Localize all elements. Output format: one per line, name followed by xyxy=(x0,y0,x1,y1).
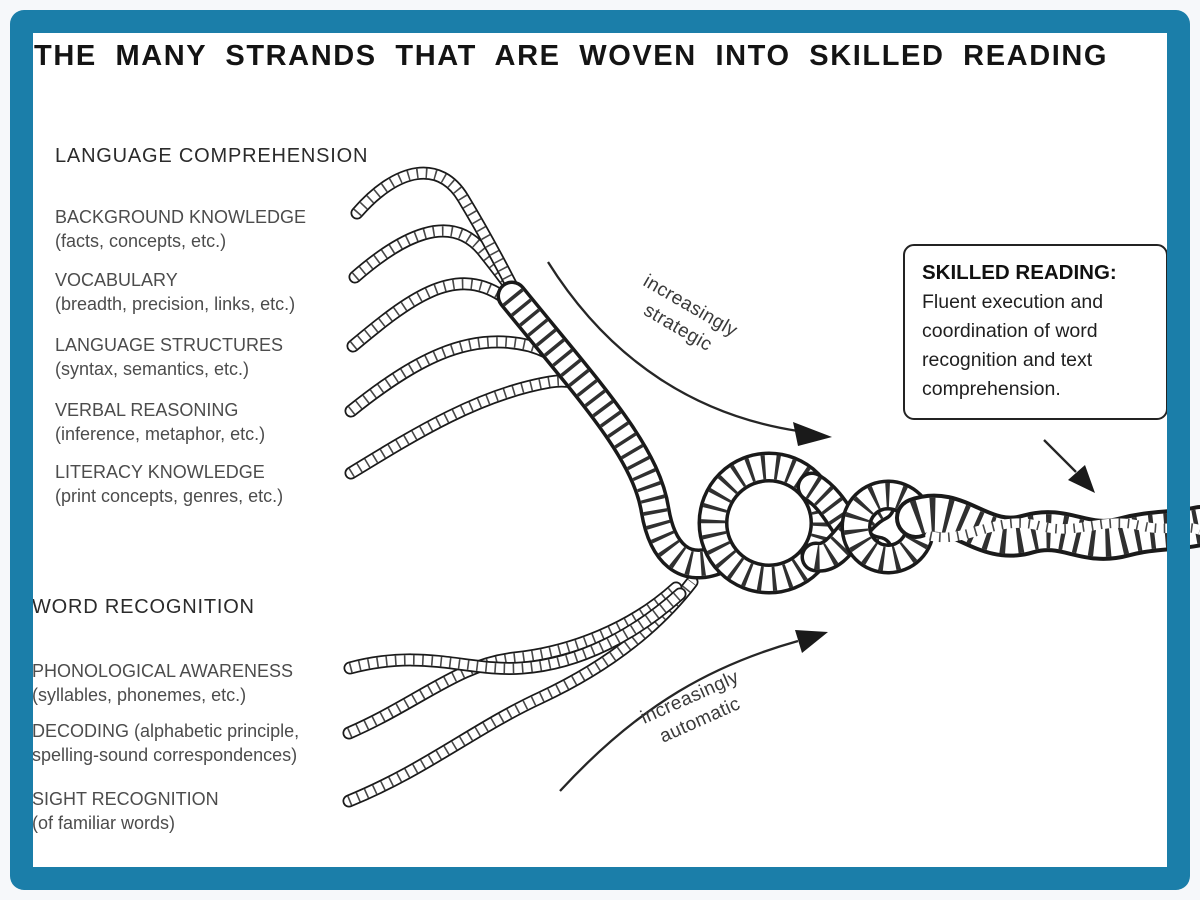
skilled-reading-heading: SKILLED READING: xyxy=(922,261,1117,284)
lc-item-detail: (facts, concepts, etc.) xyxy=(55,231,227,251)
lc-item-detail: (syntax, semantics, etc.) xyxy=(55,359,250,379)
lc-item-detail: (breadth, precision, links, etc.) xyxy=(55,294,296,314)
lc-item-vocabulary: VOCABULARY (breadth, precision, links, e… xyxy=(55,268,295,316)
wr-item-name: SIGHT RECOGNITION xyxy=(32,789,219,809)
lc-item-name: LANGUAGE STRUCTURES xyxy=(55,335,284,355)
lc-item-detail: (inference, metaphor, etc.) xyxy=(55,424,266,444)
skilled-reading-box: SKILLED READING: Fluent execution and co… xyxy=(903,244,1168,420)
lc-item-name: VERBAL REASONING xyxy=(55,400,239,420)
wr-item-name: DECODING (alphabetic principle, xyxy=(32,721,300,741)
skilled-reading-rope xyxy=(916,515,1200,540)
wr-item-sight-recognition: SIGHT RECOGNITION (of familiar words) xyxy=(32,787,219,835)
wr-item-phonological-awareness: PHONOLOGICAL AWARENESS (syllables, phone… xyxy=(32,659,293,707)
strategic-arrow xyxy=(547,261,832,446)
lc-item-language-structures: LANGUAGE STRUCTURES (syntax, semantics, … xyxy=(55,333,283,381)
wr-item-name: PHONOLOGICAL AWARENESS xyxy=(32,661,294,681)
lc-item-name: LITERACY KNOWLEDGE xyxy=(55,462,265,482)
lc-item-name: BACKGROUND KNOWLEDGE xyxy=(55,207,307,227)
wr-item-decoding: DECODING (alphabetic principle, spelling… xyxy=(32,719,299,767)
wr-item-detail: spelling-sound correspondences) xyxy=(32,745,298,765)
language-comprehension-strands xyxy=(351,173,614,473)
box-pointer-arrow xyxy=(1043,439,1095,493)
wr-item-detail: (of familiar words) xyxy=(32,813,176,833)
lc-item-verbal-reasoning: VERBAL REASONING (inference, metaphor, e… xyxy=(55,398,265,446)
lc-item-background-knowledge: BACKGROUND KNOWLEDGE (facts, concepts, e… xyxy=(55,205,306,253)
lc-item-literacy-knowledge: LITERACY KNOWLEDGE (print concepts, genr… xyxy=(55,460,283,508)
diagram-title: THE MANY STRANDS THAT ARE WOVEN INTO SKI… xyxy=(34,40,1109,72)
skilled-reading-body: Fluent execution and coordination of wor… xyxy=(922,291,1104,400)
diagram-paper xyxy=(10,10,1190,890)
word-recognition-heading: WORD RECOGNITION xyxy=(32,596,255,618)
automatic-arrow xyxy=(559,630,828,792)
language-comprehension-heading: LANGUAGE COMPREHENSION xyxy=(55,145,369,167)
lc-item-detail: (print concepts, genres, etc.) xyxy=(55,486,284,506)
word-recognition-strands xyxy=(349,582,692,801)
wr-item-detail: (syllables, phonemes, etc.) xyxy=(32,685,247,705)
lc-item-name: VOCABULARY xyxy=(55,270,178,290)
